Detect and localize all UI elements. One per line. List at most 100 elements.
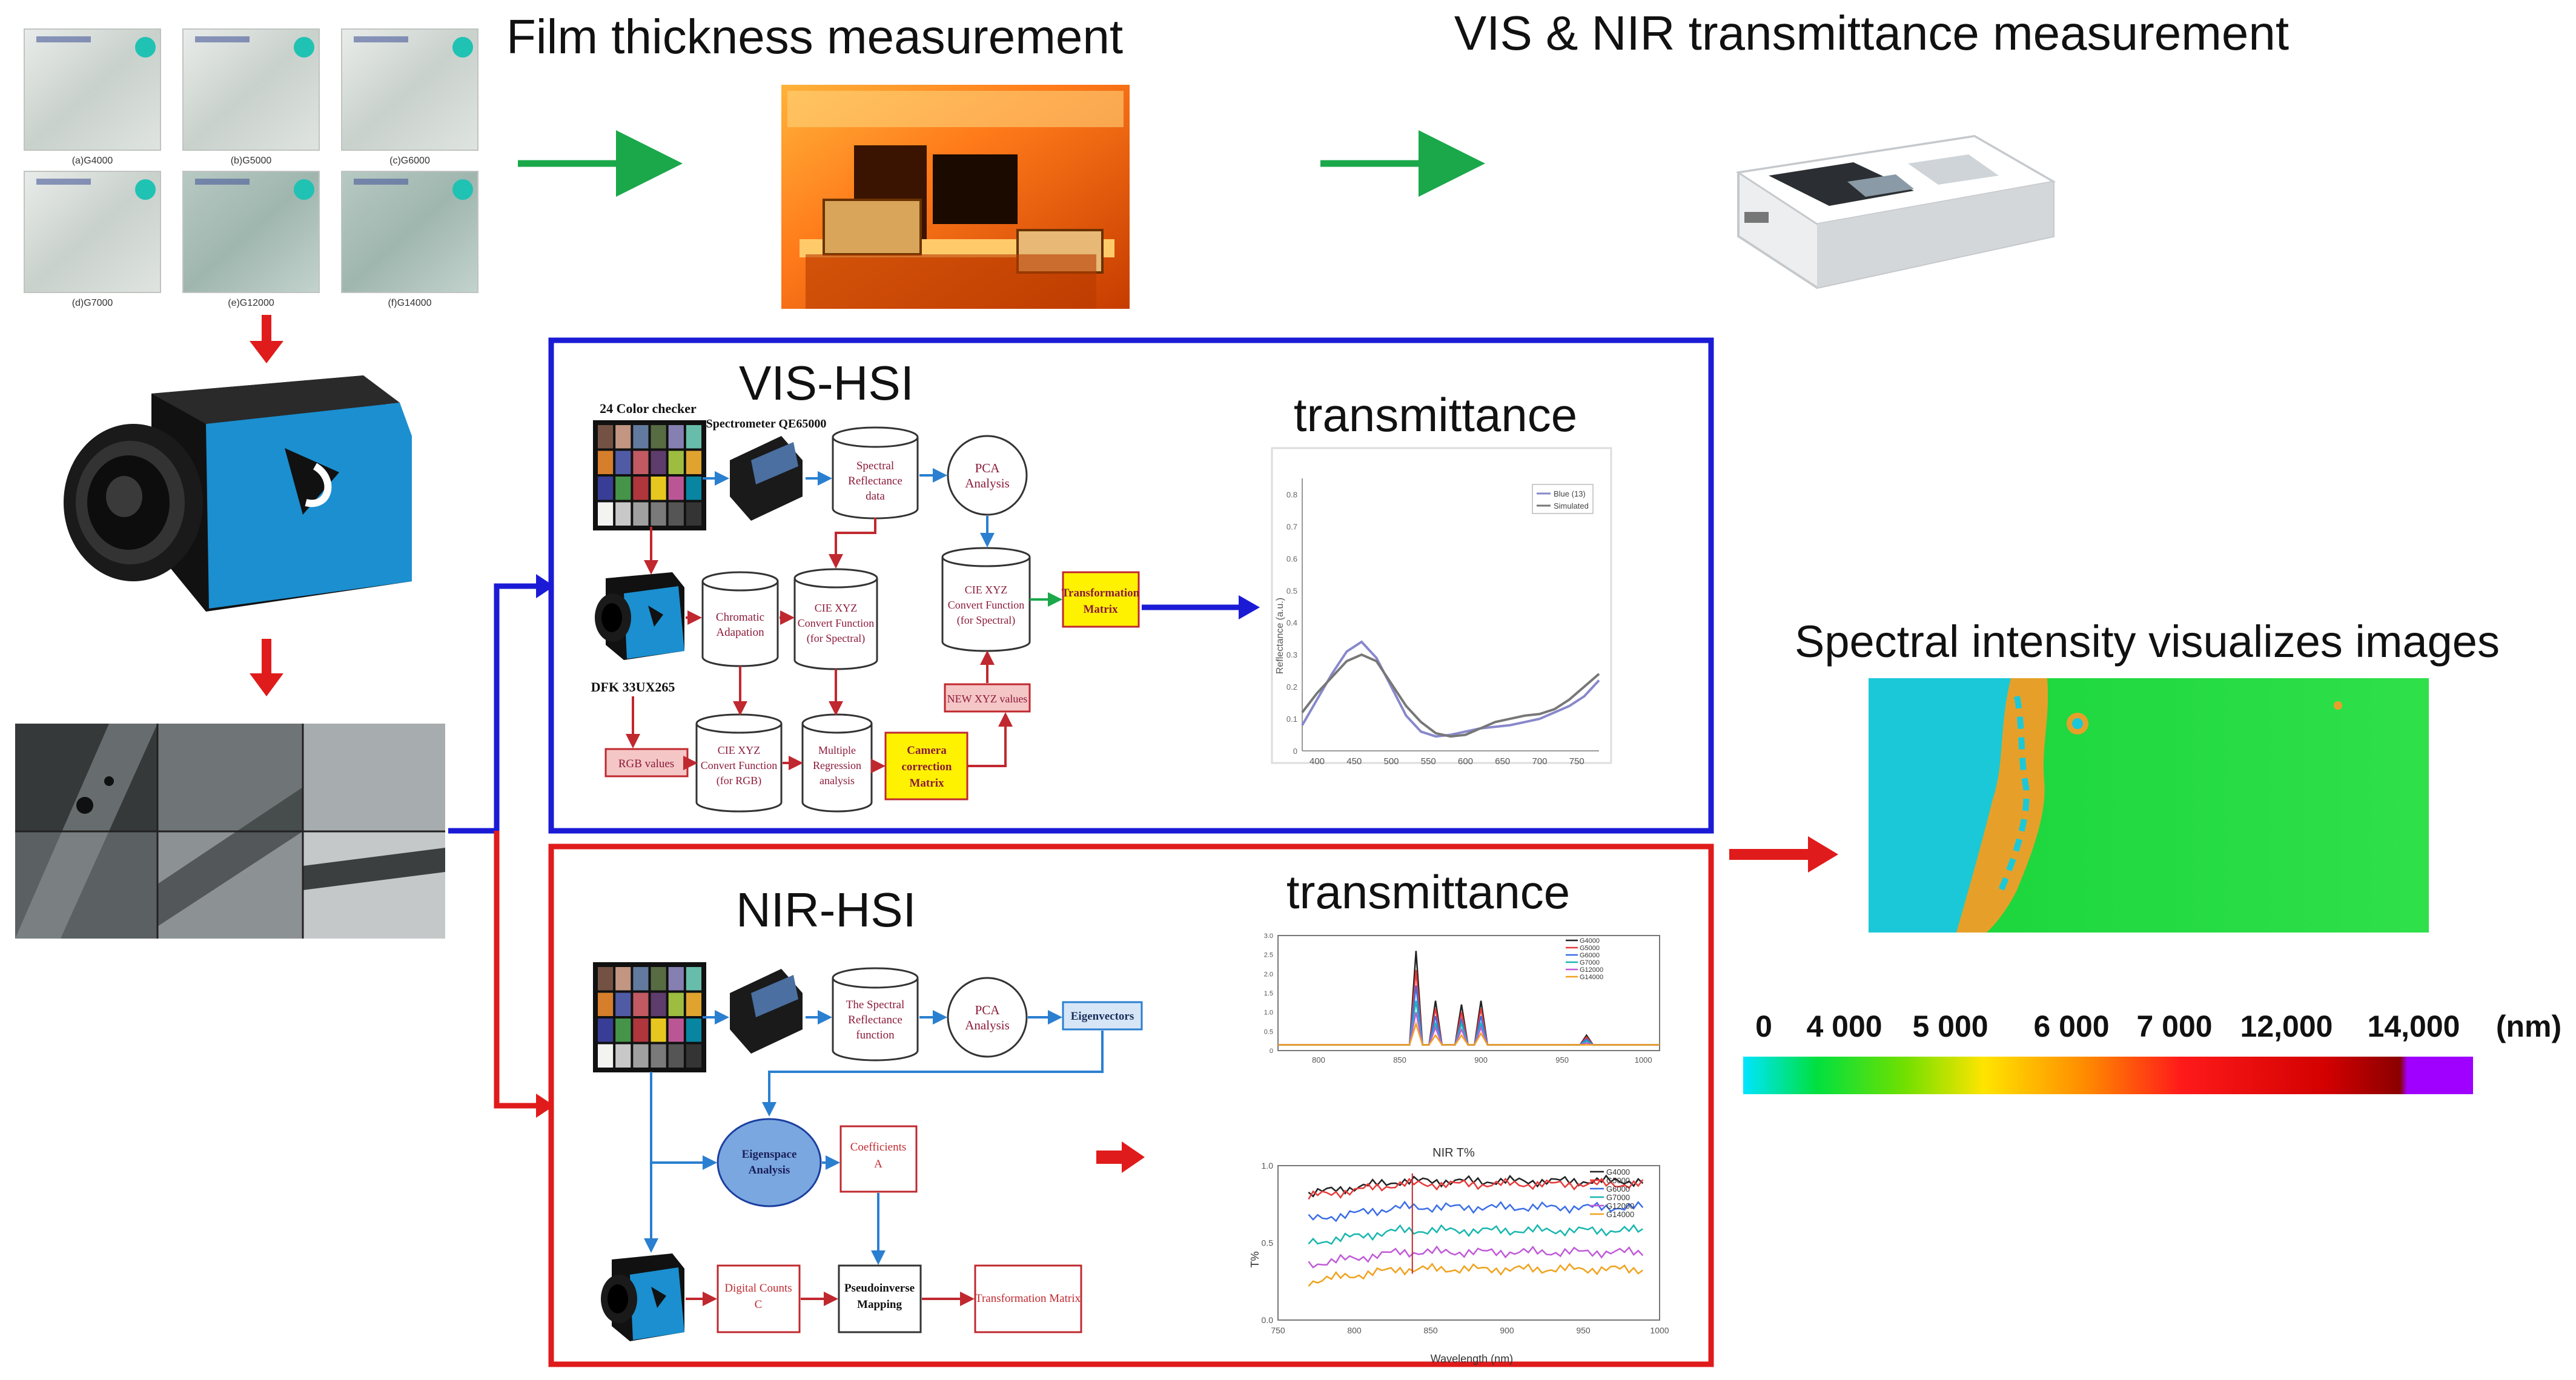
- nir-top-y-tick-label: 3.0: [1264, 933, 1273, 940]
- vis-spectral-line-2: Reflectance: [848, 475, 902, 487]
- vis-x-tick-label: 700: [1532, 756, 1547, 767]
- checker-patch: [686, 477, 701, 500]
- eigenvectors-box: Eigenvectors: [1062, 1001, 1143, 1031]
- color-scale-label: 4 000: [1806, 1009, 1882, 1043]
- cie-spectral-cylinder: CIE XYZ Convert Function (for Spectral): [793, 568, 878, 670]
- nir-bottom-legend-label: G12000: [1606, 1201, 1634, 1210]
- cie-rgb-cylinder: CIE XYZ Convert Function (for RGB): [695, 713, 783, 813]
- nir-bottom-chart-ylabel: T%: [1249, 1252, 1261, 1268]
- vis-chart-ylabel: Reflectance (a.u.): [1275, 598, 1285, 674]
- vis-hsi-box: [548, 337, 1714, 834]
- spectrophotometer-image: [1735, 134, 2056, 289]
- vis-y-tick-label: 0.7: [1286, 522, 1297, 531]
- nir-top-legend-label: G6000: [1580, 952, 1600, 959]
- checker-patch: [651, 477, 666, 500]
- vis-legend-box: [1532, 484, 1594, 514]
- vis-spectral-reflectance-cylinder: Spectral Reflectance data: [832, 426, 919, 520]
- vis-spectral-line-1: Spectral: [856, 460, 894, 472]
- nir-color-checker: [593, 962, 706, 1072]
- nir-bottom-series-line: [1308, 1245, 1644, 1269]
- vis-series-line: [1301, 653, 1600, 738]
- checker-patch: [651, 1018, 666, 1042]
- vis-hsi-title: VIS-HSI: [739, 356, 914, 410]
- checker-patch: [651, 425, 666, 449]
- checker-patch: [668, 967, 684, 991]
- vis-pca-circle: PCA Analysis: [947, 435, 1028, 516]
- nir-top-y-tick-label: 1.5: [1264, 990, 1273, 997]
- sample-films-grid: (a)G4000(b)G5000(c)G6000(d)G7000(e)G1200…: [24, 28, 478, 308]
- digital-counts-line-1: Digital Counts: [724, 1282, 792, 1295]
- eigenspace-analysis-ellipse: Eigenspace Analysis: [717, 1118, 822, 1207]
- vis-x-tick-label: 500: [1383, 756, 1399, 767]
- vis-flowchart: 24 Color checker Spectrometer QE65000 Sp…: [591, 401, 1260, 813]
- nir-top-legend-label: G7000: [1580, 959, 1600, 966]
- checker-patch: [615, 451, 631, 474]
- nir-bottom-series-line: [1308, 1177, 1644, 1200]
- chromatic-adaptation-cylinder: Chromatic Adapation: [701, 571, 779, 667]
- checker-patch: [615, 1018, 631, 1042]
- vis-spectral-line-3: data: [866, 490, 885, 503]
- checker-patch: [615, 502, 631, 526]
- vis-pca-line-1: PCA: [975, 461, 1001, 475]
- nir-transmittance-title: transmittance: [1286, 865, 1570, 919]
- vis-mini-camera-icon: [595, 572, 684, 660]
- checker-patch: [598, 967, 614, 991]
- checker-patch: [686, 992, 701, 1016]
- checker-patch: [598, 451, 614, 474]
- camera-model-label: DFK 33UX265: [591, 679, 675, 695]
- spectrometer-label: Spectrometer QE65000: [706, 417, 827, 431]
- sample-label: (a)G4000: [72, 156, 113, 166]
- vis-x-tick-label: 400: [1310, 756, 1325, 767]
- pseudoinverse-line-2: Mapping: [857, 1298, 902, 1311]
- nir-bottom-y-tick-label: 0.0: [1262, 1315, 1274, 1325]
- color-checker-label: 24 Color checker: [600, 401, 697, 416]
- nir-bottom-y-tick-label: 0.5: [1262, 1238, 1274, 1248]
- camera-correction-line-1: Camera: [907, 744, 947, 757]
- sample-tag-dot: [452, 37, 473, 58]
- color-scale-label: 6 000: [2033, 1009, 2109, 1043]
- nir-bottom-legend-label: G4000: [1606, 1167, 1630, 1177]
- checker-patch: [651, 967, 666, 991]
- vis-x-tick-label: 750: [1569, 756, 1584, 767]
- checker-patch: [686, 967, 701, 991]
- vis-y-tick-label: 0: [1293, 747, 1297, 756]
- checker-patch: [686, 502, 701, 526]
- vis-nir-transmittance-heading: VIS & NIR transmittance measurement: [1454, 6, 2289, 60]
- checker-patch: [668, 1018, 684, 1042]
- regression-line-2: Regression: [813, 759, 861, 771]
- nir-bottom-x-tick-label: 900: [1500, 1326, 1514, 1335]
- checker-patch: [633, 477, 649, 500]
- nir-pca-circle: PCA Analysis: [947, 977, 1028, 1058]
- nir-bottom-legend-label: G6000: [1606, 1184, 1630, 1193]
- cie-spectral-2-line-2: Convert Function: [948, 599, 1025, 611]
- sample-tag-dot: [294, 179, 314, 200]
- coefficients-line-1: Coefficients: [850, 1141, 907, 1154]
- checker-patch: [651, 451, 666, 474]
- nir-spectral-reflectance-cylinder: The Spectral Reflectance function: [832, 967, 919, 1061]
- nir-bottom-series-line: [1308, 1174, 1644, 1198]
- pseudoinverse-line-1: Pseudoinverse: [844, 1282, 915, 1295]
- cie-spectral-line-2: Convert Function: [798, 617, 875, 629]
- eigenspace-line-2: Analysis: [749, 1164, 790, 1177]
- checker-patch: [598, 425, 614, 449]
- nir-flowchart: The Spectral Reflectance function PCA An…: [593, 962, 1145, 1341]
- nir-bottom-series-line: [1308, 1224, 1643, 1245]
- sample-header-mark: [195, 36, 250, 42]
- digital-counts-line-2: C: [755, 1298, 763, 1311]
- red-down-arrow-2: [250, 639, 283, 696]
- nir-bottom-chart-xlabel: Wavelength (nm): [1431, 1353, 1513, 1365]
- spectral-intensity-heading: Spectral intensity visualizes images: [1795, 616, 2500, 667]
- camera-correction-line-3: Matrix: [910, 777, 944, 790]
- checker-patch: [651, 1044, 666, 1068]
- color-scale-label: 12,000: [2240, 1009, 2333, 1043]
- nir-top-legend-label: G5000: [1580, 945, 1600, 952]
- sample-label: (c)G6000: [389, 156, 430, 166]
- sample-label: (d)G7000: [72, 298, 113, 308]
- rgb-values-box: RGB values: [604, 748, 689, 777]
- nir-spectral-line-1: The Spectral: [846, 999, 905, 1011]
- nir-transform-label: Transformation Matrix: [975, 1292, 1081, 1305]
